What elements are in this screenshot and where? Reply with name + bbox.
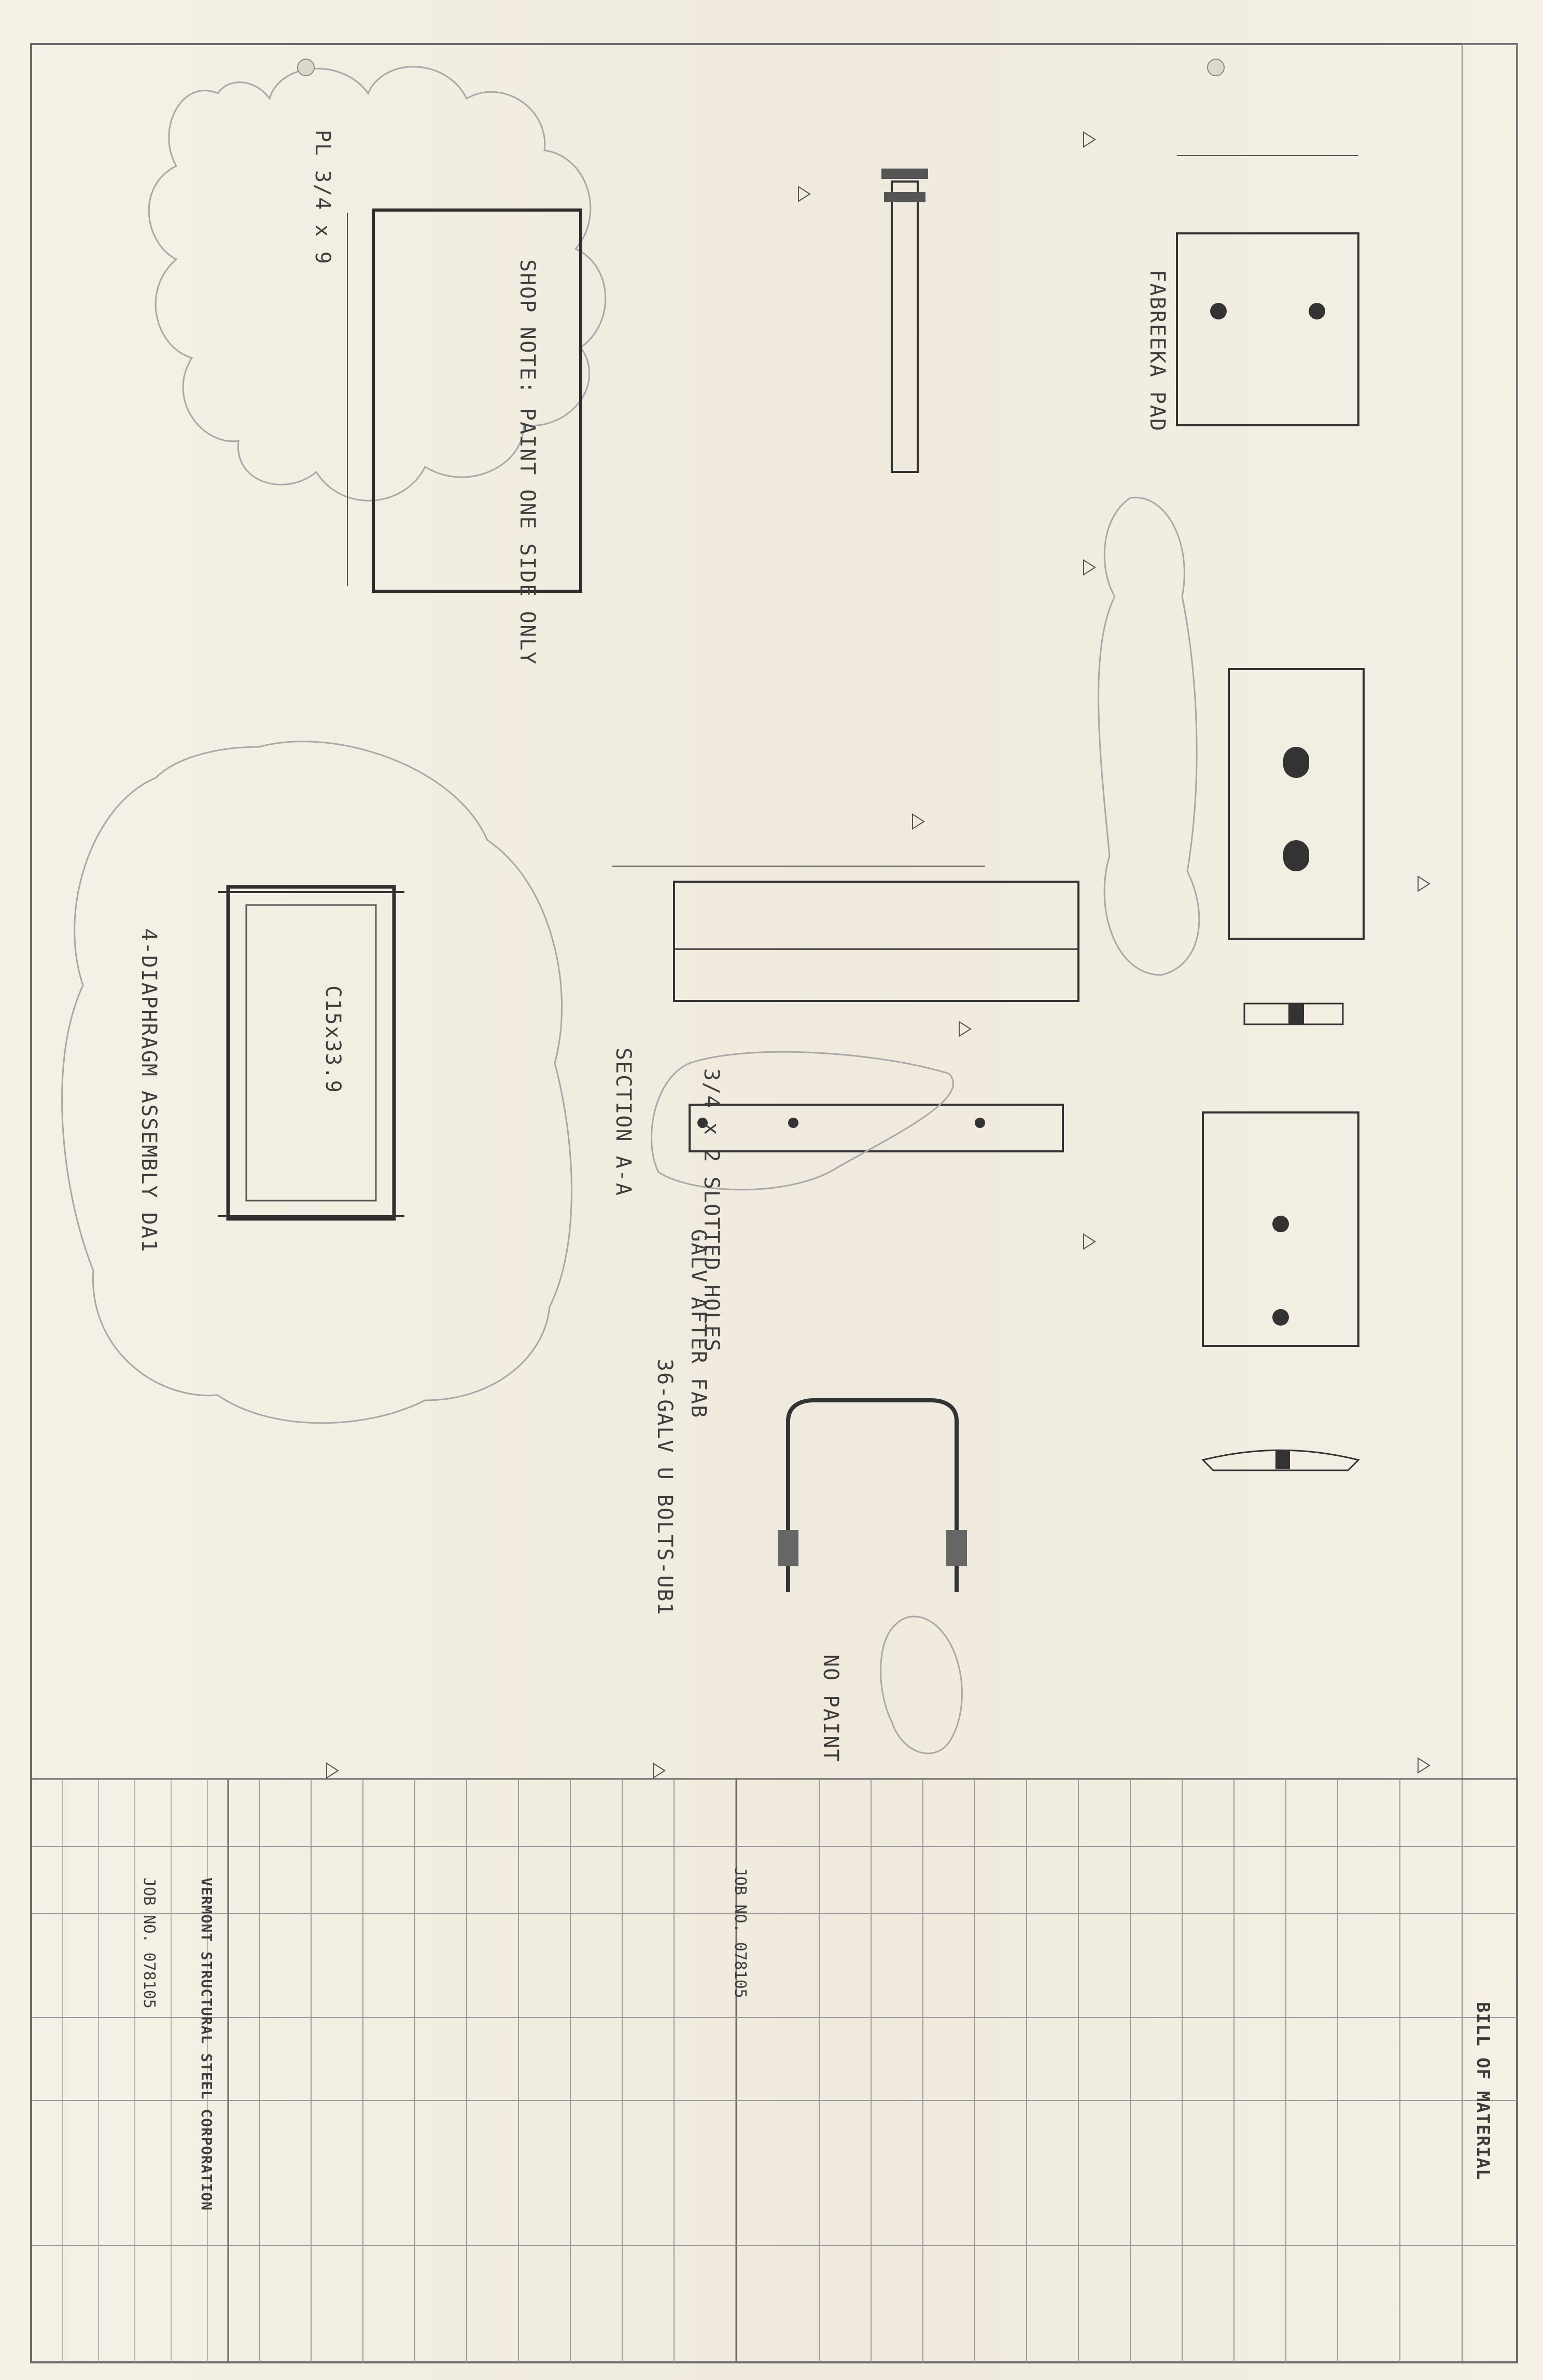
section-a-a <box>689 1104 1064 1152</box>
bill-of-material-table <box>30 1778 1518 2363</box>
u-bolts-label: 36-GALV U BOLTS-UB1 <box>653 1359 677 1616</box>
pad-fp1 <box>1176 232 1359 426</box>
diaphragm-label: 4-DIAPHRAGM ASSEMBLY DA1 <box>137 928 161 1253</box>
channel-label: C15x33.9 <box>321 985 345 1094</box>
no-paint-note: NO PAINT <box>819 1654 843 1763</box>
job-number-right: JOB NO. 078105 <box>731 1867 749 1998</box>
u-bolt <box>786 1398 959 1592</box>
company-name: VERMONT STRUCTURAL STEEL CORPORATION <box>198 1877 215 2211</box>
plate-spec: PL 3/4 x 9 <box>311 130 334 265</box>
plate-rectangle <box>372 208 582 593</box>
anchor-bolt-shank <box>891 180 919 473</box>
channel-c15 <box>226 885 396 1221</box>
bill-row-lines <box>259 1779 1400 2362</box>
fabreeka-note: FABREEKA PAD <box>1145 270 1169 432</box>
section-label: SECTION A-A <box>611 1048 635 1196</box>
galv-note: GALV AFTER FAB <box>686 1229 710 1419</box>
bill-column-lines <box>31 1846 1517 2246</box>
bearing-plate <box>1202 1111 1359 1347</box>
railing-post <box>673 881 1079 1002</box>
bill-of-material-heading: BILL OF MATERIAL <box>1472 2002 1493 2180</box>
diaphragm-cloud <box>61 741 572 1424</box>
sole-plate-cloud <box>1098 496 1200 976</box>
outer-border <box>30 43 1518 2363</box>
shop-note-paint: SHOP NOTE: PAINT ONE SIDE ONLY <box>515 259 539 665</box>
job-number-title: JOB NO. 078105 <box>140 1877 158 2009</box>
sole-plate <box>1228 668 1365 940</box>
title-block <box>30 1778 229 2363</box>
shop-note-cloud <box>148 66 607 502</box>
